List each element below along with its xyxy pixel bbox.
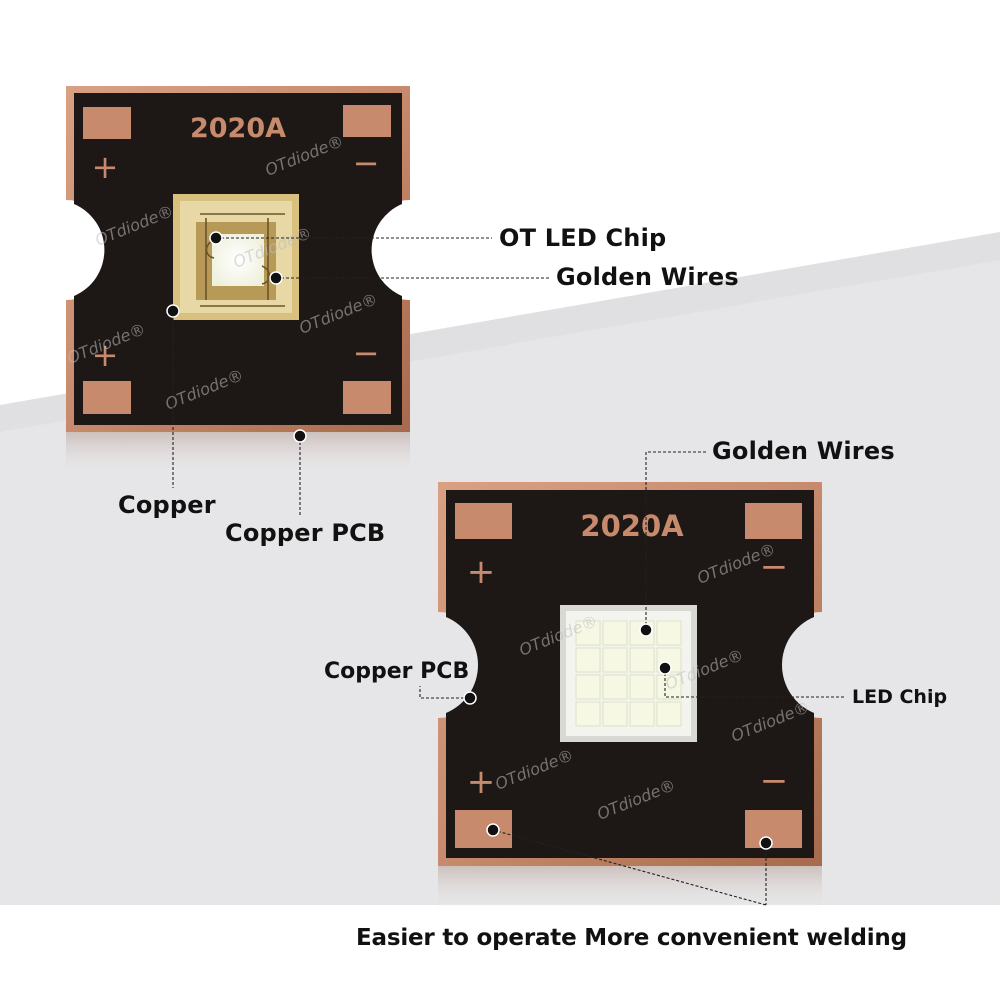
led-cell bbox=[602, 620, 628, 646]
bottom-board-pad-tr bbox=[745, 503, 802, 539]
top-board-minus-top: − bbox=[353, 144, 380, 182]
top-board-pad-bl bbox=[83, 381, 131, 414]
top-board-minus-bottom: − bbox=[353, 334, 380, 372]
bottom-board-pad-tl bbox=[455, 503, 512, 539]
dot-welding-left bbox=[486, 823, 500, 837]
callout-dots bbox=[166, 231, 773, 850]
dot-top-copper bbox=[166, 304, 180, 318]
callout-lines bbox=[172, 237, 846, 906]
led-cell bbox=[575, 620, 601, 646]
led-cell bbox=[602, 647, 628, 673]
bottom-board-plus-bottom: + bbox=[467, 762, 496, 802]
dot-bottom-golden-wires bbox=[639, 623, 653, 637]
top-board-pad-br bbox=[343, 381, 391, 414]
top-board-reflection bbox=[66, 432, 410, 482]
led-cell bbox=[575, 674, 601, 700]
dot-top-led-chip bbox=[209, 231, 223, 245]
bottom-board-plus-top: + bbox=[467, 552, 496, 592]
led-cell bbox=[656, 701, 682, 727]
caption-welding: Easier to operate More convenient weldin… bbox=[356, 925, 907, 951]
dot-bottom-copper-pcb bbox=[463, 691, 477, 705]
led-cell bbox=[629, 674, 655, 700]
led-cell bbox=[629, 701, 655, 727]
top-board: 2020A + − + − OTdiode® OTdiode® OTdiode®… bbox=[64, 86, 410, 482]
label-bottom-led-chip: LED Chip bbox=[852, 686, 948, 708]
led-cell bbox=[602, 701, 628, 727]
callout-line-bottom-copper-pcb bbox=[419, 686, 469, 699]
label-top-led-chip: OT LED Chip bbox=[499, 224, 667, 252]
top-board-plus-bottom: + bbox=[92, 336, 119, 374]
label-bottom-golden-wires: Golden Wires bbox=[712, 437, 895, 465]
led-cell bbox=[602, 674, 628, 700]
bottom-board-model-label: 2020A bbox=[580, 509, 684, 543]
label-bottom-copper-pcb: Copper PCB bbox=[324, 659, 470, 684]
dot-top-golden-wires bbox=[269, 271, 283, 285]
label-top-copper-pcb: Copper PCB bbox=[225, 519, 386, 547]
bottom-board: 2020A + − + − OTdiode® OTdiode® OTdiode®… bbox=[438, 482, 822, 916]
led-cell bbox=[575, 701, 601, 727]
bottom-board-minus-top: − bbox=[760, 547, 789, 587]
led-cell bbox=[656, 674, 682, 700]
label-top-copper: Copper bbox=[118, 491, 216, 519]
top-board-pad-tl bbox=[83, 107, 131, 139]
bottom-board-reflection bbox=[438, 866, 822, 916]
dot-welding-right bbox=[759, 836, 773, 850]
led-cell bbox=[629, 647, 655, 673]
dot-top-copper-pcb bbox=[293, 429, 307, 443]
top-board-plus-top: + bbox=[92, 148, 119, 186]
callout-line-welding-left bbox=[492, 829, 767, 906]
label-top-golden-wires: Golden Wires bbox=[556, 263, 739, 291]
led-cell bbox=[575, 647, 601, 673]
bottom-board-pad-br bbox=[745, 810, 802, 848]
bottom-board-minus-bottom: − bbox=[760, 761, 789, 801]
bottom-board-pad-bl bbox=[455, 810, 512, 848]
led-cell bbox=[656, 620, 682, 646]
top-board-pad-tr bbox=[343, 105, 391, 137]
callout-line-bottom-golden-wires bbox=[645, 451, 708, 630]
dot-bottom-led-chip bbox=[658, 661, 672, 675]
top-board-model-label: 2020A bbox=[190, 113, 286, 144]
